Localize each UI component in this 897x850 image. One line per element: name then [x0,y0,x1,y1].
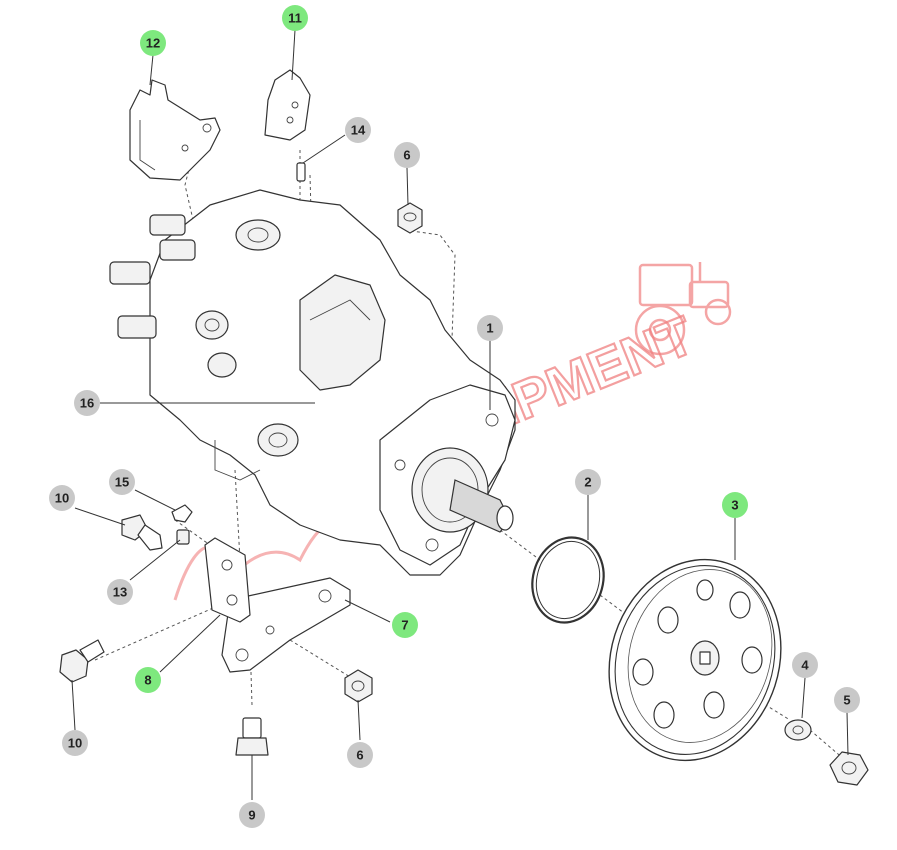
callout-14: 14 [345,117,371,143]
tractor-logo-icon [634,262,732,356]
callout-10-lower: 10 [62,730,88,756]
callout-11: 11 [282,5,308,31]
callout-8-label: 8 [144,673,151,688]
callout-16-label: 16 [80,396,94,411]
callout-10-lower-label: 10 [68,736,82,751]
callout-14-circle [345,117,371,143]
callout-6-bottom-circle [347,742,373,768]
callout-2-label: 2 [584,475,591,490]
part-2-o-ring [531,536,605,624]
callout-15-circle [109,469,135,495]
part-1-injection-pump [109,189,516,576]
callout-13: 13 [107,579,133,605]
part-4-washer [784,719,812,741]
part-12-bracket [129,79,221,181]
callout-13-label: 13 [113,585,127,600]
part-10-bolt-lower [59,639,105,683]
callout-10-lower-circle [62,730,88,756]
part-9-bolt [235,717,269,756]
callout-8: 8 [135,667,161,693]
callout-3-circle [722,492,748,518]
part-6-nut-top [397,202,423,234]
part-5-nut [829,751,869,786]
callout-12-circle [140,30,166,56]
callout-16-circle [74,390,100,416]
callout-15-label: 15 [115,475,129,490]
callout-4-label: 4 [801,658,809,673]
callout-5: 5 [834,687,860,713]
callout-9: 9 [239,802,265,828]
callout-2: 2 [575,469,601,495]
part-14-pin [296,162,306,182]
part-7-mounting-plate [221,577,351,673]
callout-12: 12 [140,30,166,56]
callout-6-bottom: 6 [347,742,373,768]
callout-13-circle [107,579,133,605]
part-3-drive-gear [608,558,782,762]
part-6-nut-lower [344,669,373,703]
callout-3-label: 3 [731,498,738,513]
callout-8-circle [135,667,161,693]
callouts: 1 2 3 4 5 6 6 7 [49,5,860,828]
part-15-clip [171,504,193,523]
callout-11-circle [282,5,308,31]
callout-12-label: 12 [146,36,160,51]
part-11-clip [264,69,311,141]
callout-2-circle [575,469,601,495]
callout-4-circle [792,652,818,678]
callout-7: 7 [392,612,418,638]
callout-10-upper-circle [49,485,75,511]
callout-9-label: 9 [248,808,255,823]
part-10-bolt-upper [121,514,163,551]
callout-6-top-circle [394,142,420,168]
part-13-fitting [176,529,190,545]
callout-11-label: 11 [288,11,302,26]
callout-4: 4 [792,652,818,678]
callout-16: 16 [74,390,100,416]
callout-10-upper-label: 10 [55,491,69,506]
callout-6-top: 6 [394,142,420,168]
callout-10-upper: 10 [49,485,75,511]
callout-7-circle [392,612,418,638]
leader-lines [71,29,849,800]
callout-5-label: 5 [843,693,850,708]
callout-1-label: 1 [486,321,493,336]
callout-15: 15 [109,469,135,495]
callout-3: 3 [722,492,748,518]
callout-7-label: 7 [401,618,408,633]
callout-9-circle [239,802,265,828]
callout-14-label: 14 [351,123,366,138]
callout-1: 1 [477,315,503,341]
part-8-bracket [204,537,251,623]
callout-6-top-label: 6 [403,148,410,163]
callout-6-bottom-label: 6 [356,748,363,763]
callout-1-circle [477,315,503,341]
callout-5-circle [834,687,860,713]
